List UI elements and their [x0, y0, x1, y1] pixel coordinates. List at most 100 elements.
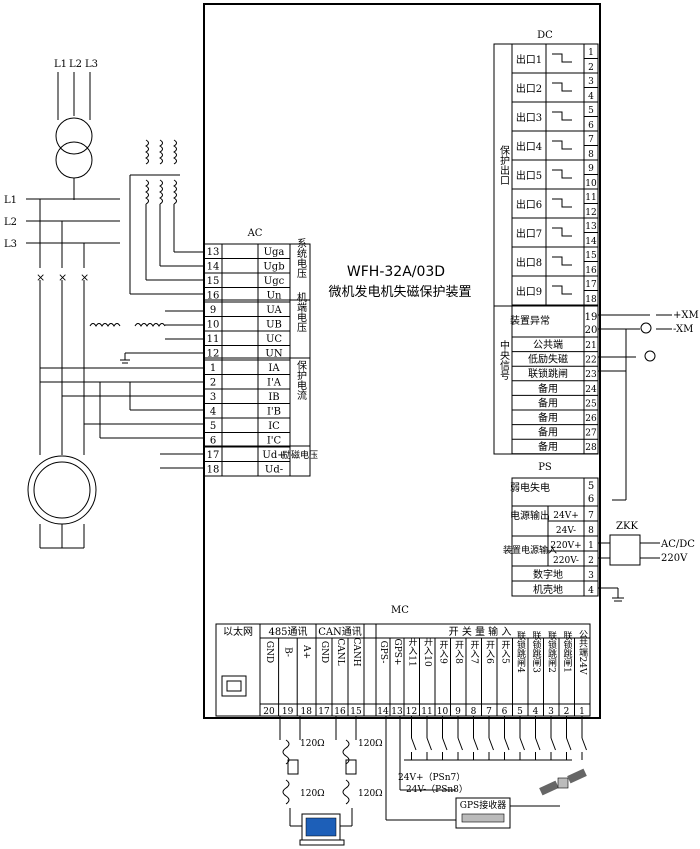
ac-signal-15: Ud-: [265, 465, 283, 476]
dc-fault-b: 20: [585, 325, 598, 336]
di-terminal-12: 12: [406, 707, 417, 717]
ac-signal-2: Ugc: [264, 276, 285, 287]
di-col-9: 联锁跳闸2: [546, 631, 557, 673]
dc-terminal-15: 15: [585, 251, 597, 261]
dc-output-label-8: 出口9: [516, 285, 542, 298]
ac-terminal-9: 9: [210, 305, 216, 316]
dc-terminal-5: 5: [588, 106, 594, 116]
power-system: L1 L2 L3 L1 L2 L3 × × ×: [4, 59, 204, 549]
gps-col-1: GPS+: [392, 639, 402, 666]
svg-text:4: 4: [588, 586, 594, 596]
dc-output-label-4: 出口5: [516, 169, 542, 182]
di-col-4: 开入7: [469, 640, 480, 664]
mc-title: MC: [391, 605, 409, 616]
ac-terminal-18: 18: [207, 465, 220, 476]
di-terminal-7: 7: [486, 707, 492, 717]
dc-terminal-14: 14: [585, 237, 597, 247]
dc-terminal-2: 2: [588, 63, 594, 73]
di-col-8: 联锁跳闸3: [531, 631, 542, 673]
ac-signal-6: UC: [266, 334, 282, 345]
di-terminal-4: 4: [533, 707, 539, 717]
dc-signal-terminal-25: 25: [585, 399, 597, 409]
top-line-l1: L1: [54, 59, 67, 70]
top-line-l3: L3: [85, 59, 98, 70]
svg-text:24V-: 24V-: [556, 526, 576, 536]
ac-signal-3: Un: [267, 291, 282, 302]
ac-signal-13: I'C: [267, 436, 282, 447]
can-col-0: GND: [319, 641, 329, 663]
ac-terminal-4: 4: [210, 407, 216, 418]
dc-terminal-3: 3: [588, 77, 594, 87]
rs485-col-2: A+: [301, 644, 311, 659]
ac-title: AC: [247, 228, 263, 239]
rs485-label: 485通讯: [268, 626, 307, 638]
gps-col-0: GPS-: [378, 641, 388, 664]
di-switch-6: [504, 737, 510, 751]
ac-group-system: 系统电压: [295, 238, 307, 279]
di-switch-1: [426, 737, 432, 751]
di-terminal-11: 11: [421, 707, 432, 717]
di-col-11: 公共端24V: [577, 629, 588, 675]
bus-l1: L1: [4, 195, 17, 206]
resistor-485-bottom: 120Ω: [300, 789, 325, 799]
device-model: WFH-32A/03D: [347, 264, 445, 280]
dc-terminal-18: 18: [585, 295, 597, 305]
svg-text:8: 8: [588, 526, 594, 536]
dc-terminal-10: 10: [585, 179, 597, 189]
di-switch-7: [519, 737, 525, 751]
dc-output-label-7: 出口8: [516, 256, 542, 269]
svg-text:×: ×: [36, 271, 45, 284]
di-terminal-8: 8: [471, 707, 477, 717]
dc-fault-a: 19: [585, 312, 598, 323]
ac-terminal-5: 5: [210, 421, 216, 432]
gps-receiver-box: [455, 797, 511, 829]
svg-text:220V-: 220V-: [553, 556, 579, 566]
ac-terminal-11: 11: [207, 334, 220, 345]
ac-terminal-12: 12: [207, 349, 220, 360]
di-col-2: 开入9: [438, 640, 449, 664]
di-switch-9: [550, 737, 556, 751]
gps-terminal-13: 13: [391, 707, 403, 717]
di-col-6: 开入5: [500, 640, 511, 664]
ac-terminal-14: 14: [207, 262, 220, 273]
dc-terminal-9: 9: [588, 164, 594, 174]
di-col-7: 联锁跳闸4: [515, 631, 526, 673]
dc-rows: 出口112出口234出口356出口478出口5910出口61112出口71314…: [512, 44, 598, 455]
bus-l3: L3: [4, 239, 17, 250]
ac-signal-8: IA: [268, 363, 280, 374]
ac-terminal-16: 16: [207, 291, 220, 302]
di-col-10: 联锁跳闸1: [562, 631, 573, 673]
di-terminal-2: 2: [564, 707, 570, 717]
di-switch-4: [473, 737, 479, 751]
di-switch-10: [566, 737, 572, 751]
svg-text:1: 1: [588, 541, 594, 551]
resistor-485-top: 120Ω: [300, 739, 325, 749]
ac-terminal-13: 13: [207, 247, 220, 258]
dc-signal-terminal-27: 27: [585, 429, 597, 439]
ac-terminal-6: 6: [210, 436, 216, 447]
ac-signal-4: UA: [266, 305, 282, 316]
psn7-label: 24V+（PSn7）: [398, 772, 465, 783]
switch-input-label: 开 关 量 输 入: [449, 625, 512, 638]
svg-text:7: 7: [588, 511, 594, 521]
di-switch-2: [442, 737, 448, 751]
dc-terminal-16: 16: [585, 266, 597, 276]
dc-terminal-8: 8: [588, 150, 594, 160]
svg-text:2: 2: [588, 556, 594, 566]
dc-terminal-1: 1: [588, 48, 594, 58]
di-switch-5: [488, 737, 494, 751]
ac-signal-1: Ugb: [263, 262, 284, 273]
ac-terminal-15: 15: [207, 276, 220, 287]
dc-signal-terminal-21: 21: [585, 341, 596, 351]
can-terminal-15: 15: [350, 707, 362, 717]
di-col-5: 开入6: [484, 640, 495, 664]
svg-text:24V+: 24V+: [553, 511, 579, 521]
dc-signal-label-2: 联锁跳闸: [528, 367, 568, 380]
svg-text:3: 3: [588, 571, 594, 581]
dc-output-label-0: 出口1: [516, 53, 542, 66]
dc-terminal-6: 6: [588, 121, 594, 131]
di-switch-11: [581, 737, 587, 751]
dc-signal-terminal-23: 23: [585, 370, 597, 380]
